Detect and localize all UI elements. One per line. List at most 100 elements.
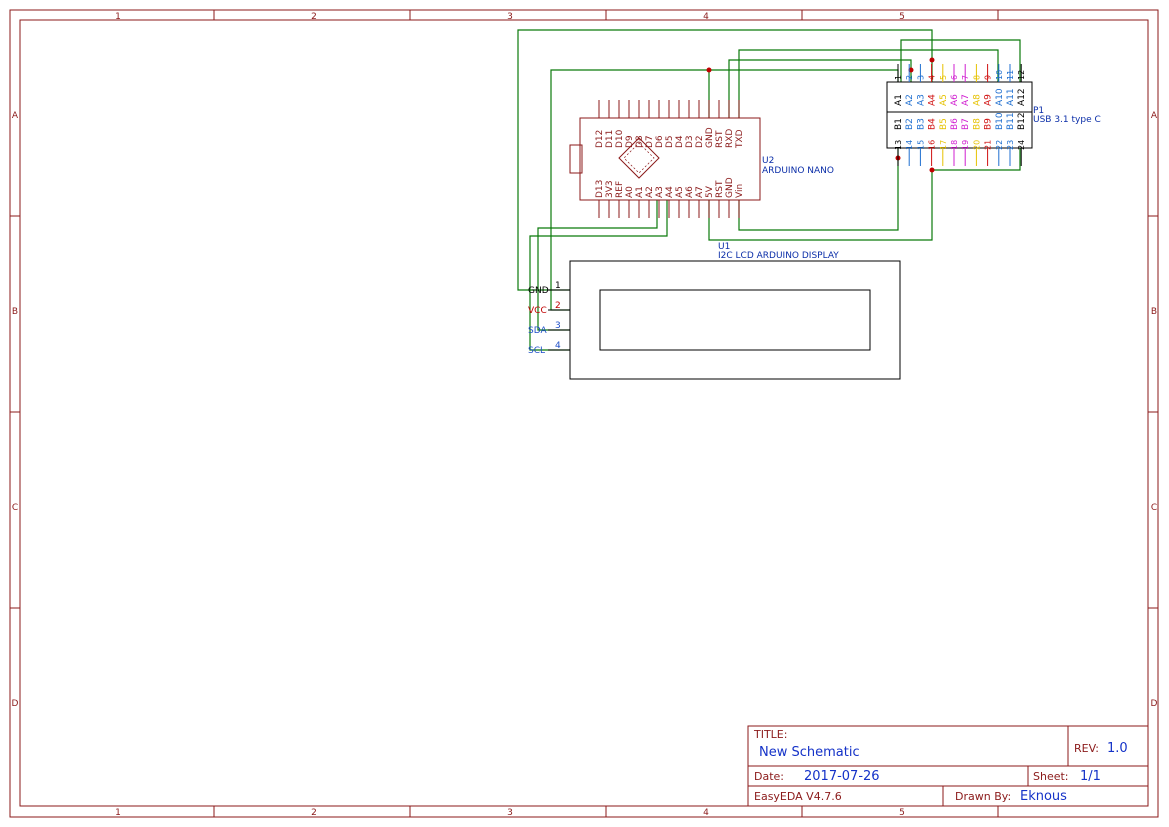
usb-pin: 1A1: [894, 64, 904, 106]
nano-pin: D6: [655, 100, 665, 148]
usb-pin: 18 B6: [950, 118, 960, 166]
nano-pin: D2: [695, 100, 705, 148]
lcd-display-symbol[interactable]: U1 I2C LCD ARDUINO DISPLAY 1GND2VCC3SDA4…: [528, 242, 901, 380]
usb-pin-number: 5: [939, 75, 948, 80]
usb-pin-name: A11: [1006, 88, 1016, 106]
zone-col-bottom-5: 5: [899, 808, 905, 818]
drawn-by-value: Eknous: [1020, 789, 1067, 804]
nano-pin-label: A1: [635, 186, 645, 198]
nano-pin-label: RST: [715, 130, 725, 148]
zone-col-bottom-1: 1: [115, 808, 121, 818]
lcd-name: I2C LCD ARDUINO DISPLAY: [718, 251, 839, 261]
usb-pin-number: 10: [995, 70, 1004, 80]
junction-dot: [706, 67, 712, 73]
nano-pin-label: 3V3: [605, 180, 615, 198]
usb-pin-number: 2: [905, 75, 914, 80]
nano-pin-label: D2: [695, 135, 705, 148]
lcd-designator: U1: [718, 242, 730, 252]
usb-pin-name: B8: [972, 118, 982, 130]
nano-pin: A5: [675, 186, 685, 218]
nano-pin: D12: [595, 100, 605, 148]
usb-pin-number: 13: [894, 140, 903, 150]
lcd-pin-number: 4: [555, 341, 561, 351]
usb-pin-name: A9: [984, 94, 994, 106]
nano-pin: 3V3: [605, 180, 615, 218]
nano-pin-label: D10: [615, 129, 625, 148]
usb-pin-name: B11: [1006, 112, 1016, 130]
rev-value: 1.0: [1107, 741, 1128, 756]
nano-pin-label: D6: [655, 135, 665, 148]
nano-pin: D10: [615, 100, 625, 148]
lcd-body: [569, 260, 901, 380]
usb-designator: P1: [1033, 106, 1044, 116]
zone-col-bottom-4: 4: [703, 808, 709, 818]
wire-nano-gnd: [708, 69, 899, 118]
usb-pin-number: 12: [1017, 70, 1026, 80]
wire-nano-5v: [708, 170, 933, 241]
nano-pin-label: D9: [625, 135, 635, 148]
sheet-label: Sheet:: [1033, 770, 1069, 783]
zone-row-right-a: A: [1151, 111, 1158, 121]
usb-pin-name: B2: [905, 118, 915, 130]
usb-pin: 5A5: [939, 64, 949, 106]
zone-row-left-a: A: [12, 111, 19, 121]
lcd-pin-number: 2: [555, 301, 561, 311]
zone-col-top-1: 1: [115, 12, 121, 22]
usb-pin: 6A6: [950, 64, 960, 106]
usb-pin-name: B1: [894, 118, 904, 130]
nano-pin: RXD: [725, 100, 735, 148]
usb-pin-number: 22: [995, 140, 1004, 150]
usb-pin: 9A9: [984, 64, 994, 106]
nano-pin: A2: [645, 186, 655, 218]
usb-pin-number: 19: [961, 140, 970, 150]
usb-c-connector-symbol[interactable]: 1A12A23A34A45A56A67A78A89A910A1011A1112A…: [886, 64, 1101, 166]
wire-lcd-scl: [529, 200, 668, 351]
nano-pin: RST: [715, 180, 725, 218]
usb-pin-number: 18: [950, 140, 959, 150]
title-value: New Schematic: [759, 745, 860, 760]
zone-row-left-b: B: [12, 307, 18, 317]
usb-pin: 7A7: [961, 64, 971, 106]
usb-pin-name: B12: [1017, 112, 1027, 130]
nano-pin: D5: [665, 100, 675, 148]
nano-pin-label: D13: [595, 180, 605, 198]
nano-pin: GND: [705, 100, 715, 148]
usb-pin-number: 14: [905, 140, 914, 150]
usb-pin-number: 1: [894, 75, 903, 80]
usb-top-pins: 1A12A23A34A45A56A67A78A89A910A1011A1112A…: [894, 64, 1027, 106]
usb-pin: 8A8: [972, 64, 982, 106]
junction-dot: [908, 67, 914, 73]
wire-usb-b12: [932, 148, 1021, 171]
nano-pin-label: RXD: [725, 129, 735, 148]
nano-pin: 5V: [705, 185, 715, 218]
tool-version: EasyEDA V4.7.6: [754, 790, 842, 803]
nano-pin-label: A3: [655, 186, 665, 198]
usb-pin-name: B6: [950, 118, 960, 130]
nano-pin: D9: [625, 100, 635, 148]
usb-pin-name: A2: [905, 94, 915, 106]
zone-col-top-3: 3: [507, 12, 513, 22]
nano-pin: A4: [665, 186, 675, 218]
wire-nano-rxd: [728, 59, 912, 118]
zone-row-right-d: D: [1151, 699, 1158, 709]
nano-pin-label: D12: [595, 130, 605, 148]
title-label: TITLE:: [753, 728, 787, 741]
nano-pin-label: REF: [615, 181, 625, 198]
usb-pin-name: A10: [995, 88, 1005, 106]
nano-pin-label: D11: [605, 130, 615, 148]
nano-pin-label: D3: [685, 135, 695, 148]
usb-pin: 14 B2: [905, 118, 915, 166]
nano-pin-label: A2: [645, 186, 655, 198]
